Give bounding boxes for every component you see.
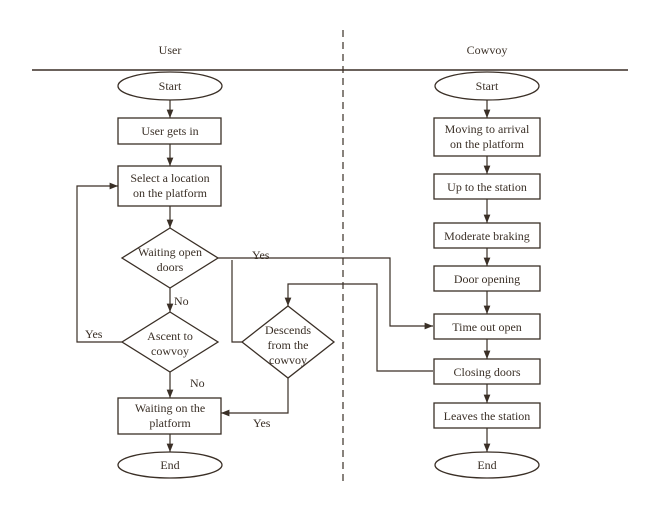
label-descends-yes: Yes: [253, 416, 271, 430]
user-ascent-decision: Ascent to cowvoy: [120, 311, 220, 373]
cowvoy-leaves-box: Leaves the station: [433, 402, 541, 429]
user-start-node: Start: [117, 71, 223, 101]
svg-text:platform: platform: [149, 416, 191, 430]
svg-text:User gets in: User gets in: [141, 124, 198, 138]
edge-descends-yes-to-platform: [221, 378, 289, 417]
edge-waiting-yes-to-timeout: [218, 257, 433, 330]
user-end-node: End: [117, 451, 223, 479]
svg-text:Up to the station: Up to the station: [447, 180, 527, 194]
cowvoy-door-opening-box: Door opening: [433, 265, 541, 292]
label-waiting-no: No: [174, 294, 189, 308]
svg-text:Time out open: Time out open: [452, 320, 522, 334]
label-ascent-no: No: [190, 376, 205, 390]
user-select-location-box: Select a location on the platform: [117, 165, 222, 207]
svg-text:Moving to arrival: Moving to arrival: [445, 122, 530, 136]
svg-text:Door opening: Door opening: [454, 272, 520, 286]
cowvoy-moving-box: Moving to arrival on the platform: [433, 117, 541, 157]
lane-cowvoy-title: Cowvoy: [467, 43, 508, 57]
user-gets-in-box: User gets in: [117, 117, 222, 145]
user-waiting-open-doors-decision: Waiting open doors: [120, 227, 220, 289]
svg-text:Ascent to: Ascent to: [147, 329, 193, 343]
user-waiting-platform-box: Waiting on the platform: [117, 397, 222, 435]
svg-text:Waiting open: Waiting open: [138, 245, 202, 259]
svg-text:Moderate braking: Moderate braking: [444, 229, 530, 243]
lane-user-title: User: [159, 43, 182, 57]
svg-text:cowvoy: cowvoy: [269, 353, 307, 367]
cowvoy-start-node: Start: [434, 71, 540, 101]
svg-text:Waiting on the: Waiting on the: [135, 401, 205, 415]
cowvoy-braking-box: Moderate braking: [433, 222, 541, 249]
svg-text:Leaves the station: Leaves the station: [444, 409, 531, 423]
user-descends-decision: Descends from the cowvoy: [240, 305, 336, 379]
svg-text:End: End: [160, 458, 179, 472]
svg-text:Start: Start: [476, 79, 499, 93]
svg-text:cowvoy: cowvoy: [151, 344, 189, 358]
edge-waiting-to-descends: [231, 260, 242, 343]
label-ascent-yes: Yes: [85, 327, 103, 341]
svg-text:Closing doors: Closing doors: [453, 365, 520, 379]
svg-text:on the platform: on the platform: [133, 186, 208, 200]
cowvoy-time-out-box: Time out open: [433, 313, 541, 340]
edge-ascent-yes-loop: [76, 182, 122, 343]
svg-text:on the platform: on the platform: [450, 137, 525, 151]
cowvoy-end-node: End: [434, 451, 540, 479]
svg-text:from the: from the: [268, 338, 309, 352]
svg-text:End: End: [477, 458, 496, 472]
cowvoy-up-station-box: Up to the station: [433, 173, 541, 200]
svg-text:Select a location: Select a location: [130, 171, 209, 185]
cowvoy-closing-box: Closing doors: [433, 358, 541, 385]
svg-text:doors: doors: [157, 260, 184, 274]
svg-text:Start: Start: [159, 79, 182, 93]
edge-closing-to-descends: [284, 283, 433, 372]
label-waiting-yes: Yes: [252, 248, 270, 262]
svg-text:Descends: Descends: [265, 323, 311, 337]
